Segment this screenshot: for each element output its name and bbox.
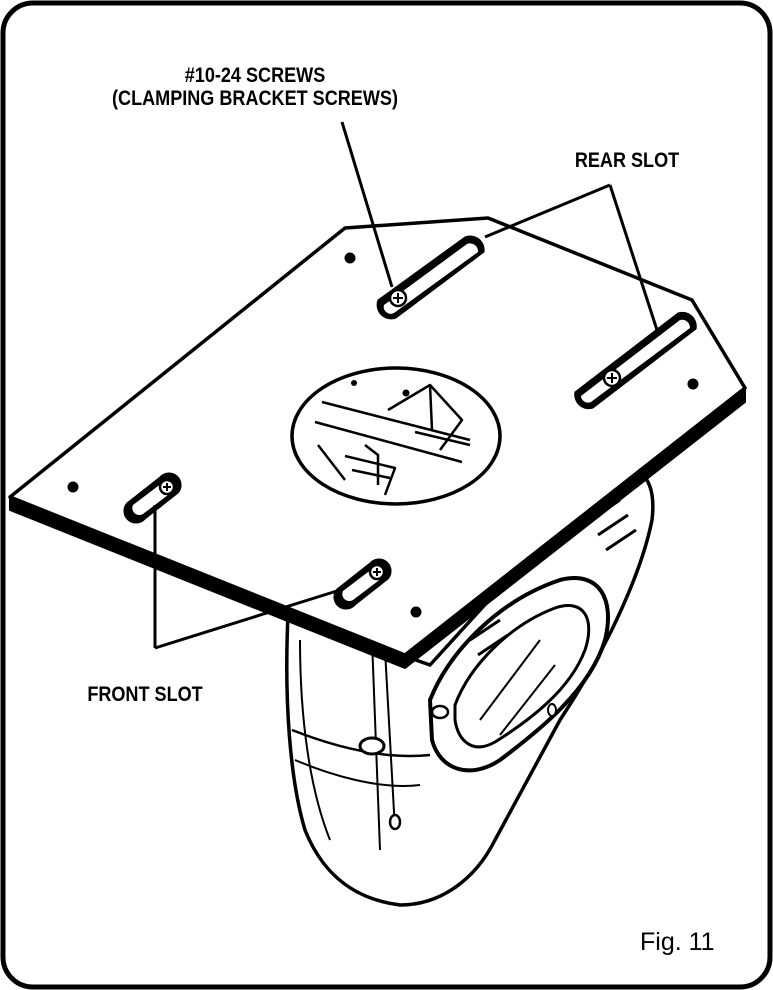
- label-screws-line1: #10-24 SCREWS: [184, 64, 326, 87]
- router-body: [285, 470, 655, 907]
- leader-screws: [340, 121, 394, 288]
- screw-icon: [158, 288, 622, 581]
- label-screws-line2: (CLAMPING BRACKET SCREWS): [112, 87, 398, 110]
- label-clamping-screws: #10-24 SCREWS (CLAMPING BRACKET SCREWS): [87, 64, 422, 110]
- base-plate: [8, 216, 747, 669]
- leader-lines: [153, 121, 659, 650]
- figure-number: Fig. 11: [640, 928, 715, 956]
- screw-icon: [368, 563, 386, 581]
- screw-icon: [158, 478, 176, 496]
- leader-front: [153, 505, 341, 650]
- leader-rear-right: [608, 184, 659, 331]
- center-opening: [290, 366, 502, 506]
- screw-icon: [602, 368, 622, 388]
- screw-icon: [388, 288, 408, 308]
- label-front-slot: FRONT SLOT: [87, 683, 203, 706]
- leader-rear-left: [484, 183, 611, 239]
- label-rear-slot: REAR SLOT: [574, 149, 680, 172]
